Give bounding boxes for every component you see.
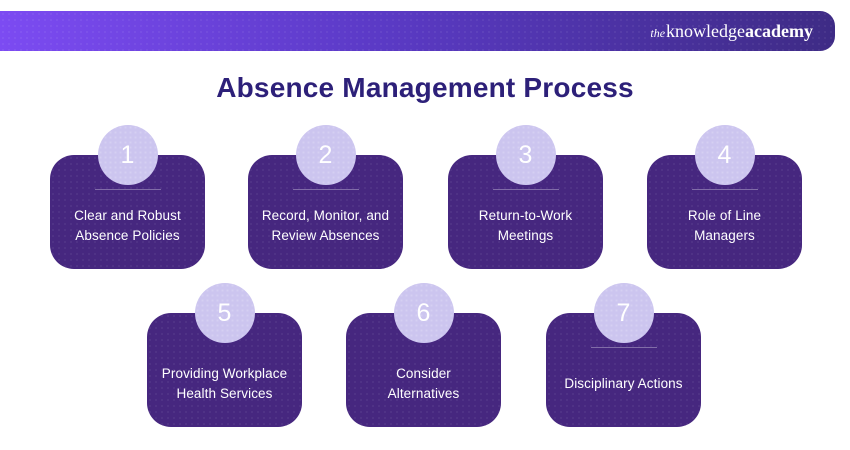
step-number-badge: 2 — [295, 125, 356, 185]
step-number-badge: 6 — [393, 283, 454, 343]
step-card-6: 6 Consider Alternatives — [346, 283, 501, 427]
step-title: Providing Workplace Health Services — [161, 366, 288, 401]
step-card-5: 5 Providing Workplace Health Services — [147, 283, 302, 427]
step-title: Record, Monitor, and Review Absences — [261, 208, 390, 243]
logo-the: the — [650, 25, 666, 40]
step-card-2: 2 Record, Monitor, and Review Absences — [248, 125, 403, 269]
knowledge-academy-logo: theknowledgeacademy — [650, 22, 813, 41]
card-divider — [94, 189, 161, 190]
step-card-4: 4 Role of Line Managers — [647, 125, 802, 269]
logo-academy: academy — [745, 20, 813, 41]
step-card-3: 3 Return-to-Work Meetings — [448, 125, 603, 269]
card-divider — [292, 189, 359, 190]
step-title: Disciplinary Actions — [564, 376, 683, 392]
step-number-badge: 3 — [495, 125, 556, 185]
card-divider — [590, 347, 657, 348]
step-number-badge: 1 — [97, 125, 158, 185]
card-divider — [492, 189, 559, 190]
page-title: Absence Management Process — [216, 72, 634, 103]
step-number-badge: 7 — [593, 283, 654, 343]
step-number-badge: 5 — [194, 283, 255, 343]
step-card-1: 1 Clear and Robust Absence Policies — [50, 125, 205, 269]
step-title: Role of Line Managers — [687, 208, 762, 243]
step-title: Return-to-Work Meetings — [478, 208, 573, 243]
step-number-badge: 4 — [694, 125, 755, 185]
step-title: Clear and Robust Absence Policies — [74, 208, 181, 243]
brand-bar: theknowledgeacademy — [0, 11, 835, 51]
card-divider — [691, 189, 758, 190]
step-card-7: 7 Disciplinary Actions — [546, 283, 701, 427]
step-title: Consider Alternatives — [387, 366, 460, 401]
logo-knowledge: knowledge — [666, 20, 746, 41]
